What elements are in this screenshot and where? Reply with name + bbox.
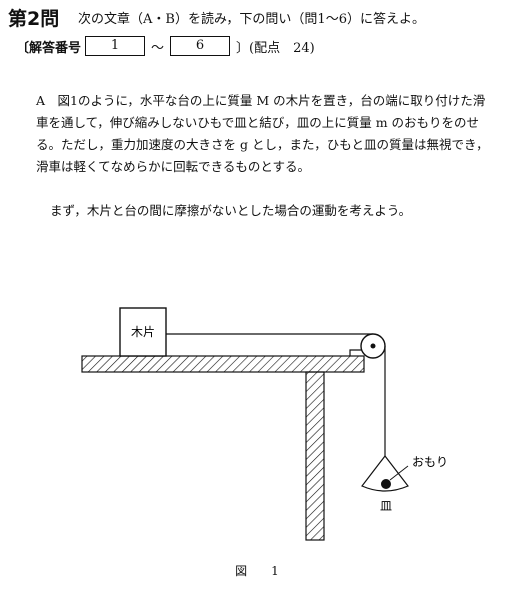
pan-label: 皿 <box>380 499 392 513</box>
table-top <box>81 355 365 373</box>
answer-start-box: 1 <box>85 36 146 56</box>
paragraph-a-followup: まず，木片と台の間に摩擦がないとした場合の運動を考えよう。 <box>50 203 412 218</box>
weight-label: おもり <box>412 455 448 469</box>
score-text: 〕(配点 24) <box>236 40 315 56</box>
wooden-block-label: 木片 <box>131 325 155 339</box>
paragraph-a: A 図1のように，水平な台の上に質量 M の木片を置き，台の端に取り付けた滑車を… <box>36 93 489 174</box>
question-instruction: 次の文章（A・B）を読み，下の問い（問1〜6）に答えよ。 <box>78 12 425 27</box>
weight-leader-line <box>389 465 409 481</box>
pan <box>361 455 409 492</box>
answer-tilde: 〜 <box>151 40 165 56</box>
table-leg <box>305 371 325 541</box>
weight <box>381 479 391 489</box>
answer-label: 〔解答番号 <box>16 40 82 56</box>
question-number: 第2問 <box>8 8 60 30</box>
figure-1-diagram: 木片 おもり 皿 <box>81 307 448 541</box>
figure-caption: 図 1 <box>235 564 285 578</box>
wooden-block <box>119 307 167 357</box>
answer-end-box: 6 <box>170 36 231 56</box>
pulley-axle <box>370 343 376 349</box>
answer-number-row: 〔解答番号 1 〜 6 〕(配点 24) <box>16 36 315 56</box>
